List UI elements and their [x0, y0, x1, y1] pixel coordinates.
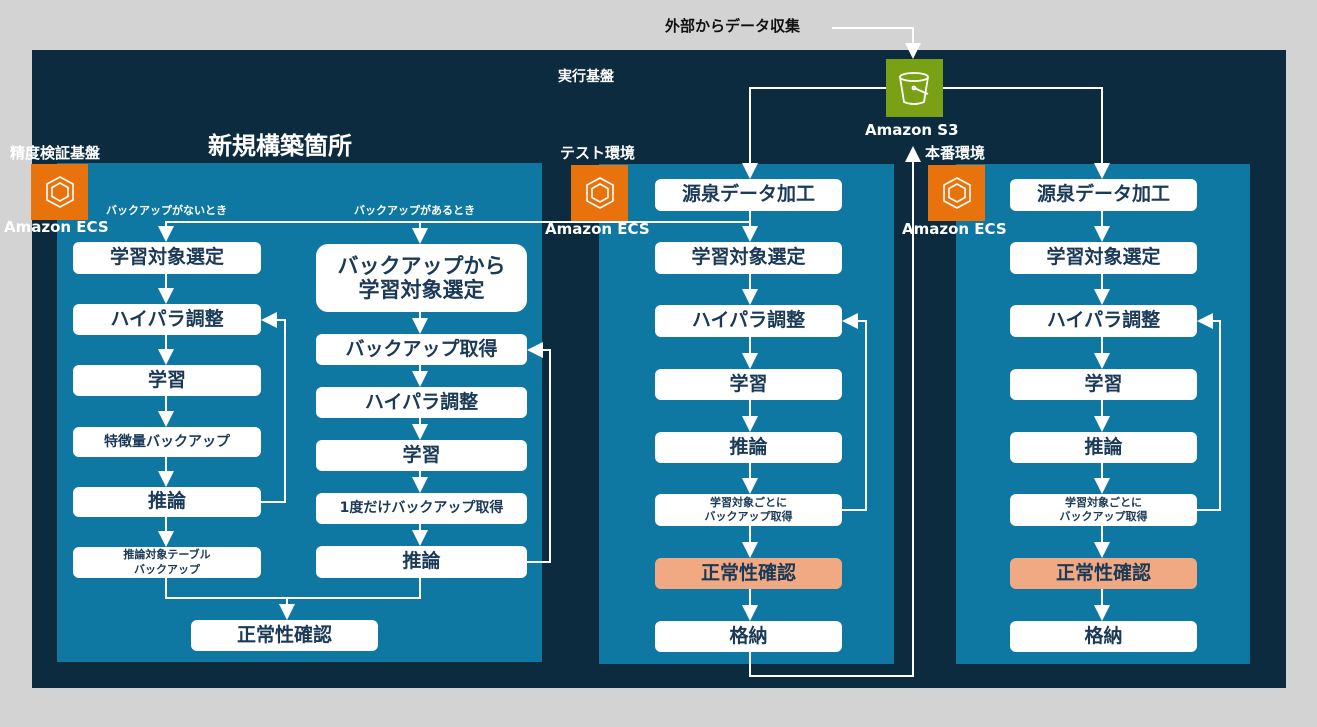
step-box: ハイパラ調整 — [655, 305, 842, 337]
step-box: 推論 — [1010, 432, 1197, 463]
ecs-label: Amazon ECS — [4, 218, 109, 236]
ecs-icon[interactable] — [31, 164, 88, 220]
check-box: 正常性確認 — [1010, 558, 1197, 589]
step-box: 格納 — [1010, 621, 1197, 652]
step-box: 学習対象ごとに バックアップ取得 — [655, 494, 842, 526]
test-panel — [599, 164, 894, 664]
step-box: 学習 — [73, 365, 261, 396]
step-box: 格納 — [655, 621, 842, 652]
check-box: 正常性確認 — [655, 558, 842, 589]
check-box: 正常性確認 — [191, 620, 378, 651]
step-box: ハイパラ調整 — [73, 304, 261, 335]
s3-label: Amazon S3 — [865, 121, 959, 139]
step-box: 推論 — [655, 432, 842, 463]
step-box: 1度だけバックアップ取得 — [316, 493, 527, 524]
step-box: 推論 — [73, 487, 261, 517]
step-box: 学習対象選定 — [1010, 242, 1197, 274]
prod-panel — [956, 164, 1250, 664]
step-box: 学習 — [316, 440, 527, 471]
accuracy-env-label: 精度検証基盤 — [10, 144, 101, 162]
step-box: バックアップ取得 — [316, 334, 527, 365]
test-env-label: テスト環境 — [560, 144, 636, 162]
step-box: 学習対象選定 — [73, 242, 261, 274]
external-data-label: 外部からデータ収集 — [665, 17, 801, 35]
new-build-label: 新規構築箇所 — [208, 132, 352, 160]
ecs-icon[interactable] — [928, 165, 985, 221]
has-backup-label: バックアップがあるとき — [354, 204, 475, 217]
step-box: 源泉データ加工 — [655, 179, 842, 211]
ecs-icon[interactable] — [571, 165, 628, 221]
step-box: 推論対象テーブル バックアップ — [73, 547, 261, 578]
platform-label: 実行基盤 — [558, 69, 614, 85]
step-box: ハイパラ調整 — [1010, 305, 1197, 337]
no-backup-label: バックアップがないとき — [106, 204, 227, 217]
step-box: 源泉データ加工 — [1010, 179, 1197, 211]
step-box: 特徴量バックアップ — [73, 427, 261, 457]
s3-bucket-icon[interactable] — [886, 59, 943, 117]
prod-env-label: 本番環境 — [925, 144, 986, 162]
step-box: 推論 — [316, 546, 527, 578]
step-box: 学習 — [655, 369, 842, 400]
step-box: 学習対象選定 — [655, 242, 842, 274]
ecs-label: Amazon ECS — [902, 220, 1007, 238]
ecs-label: Amazon ECS — [545, 220, 650, 238]
step-box: バックアップから 学習対象選定 — [316, 244, 527, 312]
step-box: 学習対象ごとに バックアップ取得 — [1010, 494, 1197, 526]
step-box: ハイパラ調整 — [316, 387, 527, 418]
step-box: 学習 — [1010, 369, 1197, 400]
